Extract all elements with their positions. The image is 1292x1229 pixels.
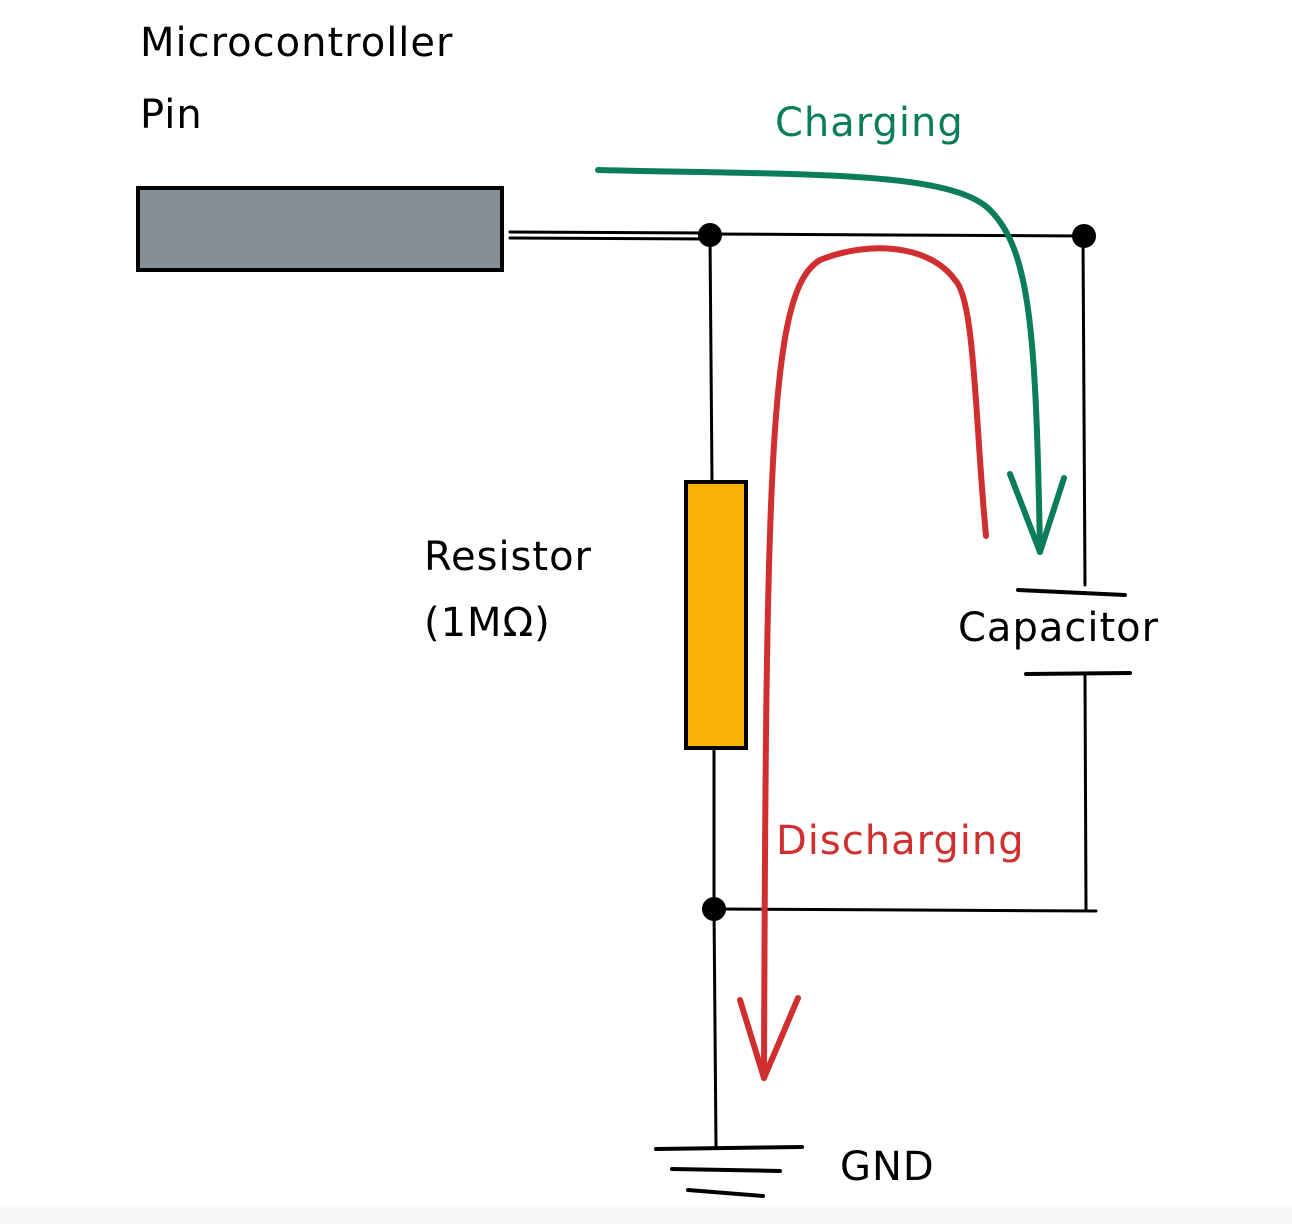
microcontroller-label: Microcontroller [140,20,454,66]
wires [508,230,1098,1148]
wire-top-to-resistor [708,234,714,484]
discharging-arrow [737,245,989,1081]
wire-top-node-to-cap-node [708,232,1087,238]
discharging-label: Discharging [776,818,1025,864]
charging-arrow [595,167,1067,555]
capacitor-plates [1016,588,1132,676]
charging-label: Charging [775,100,964,146]
wire-bottom [712,907,1098,913]
resistor [684,480,748,750]
resistor-label: Resistor [424,534,592,580]
microcontroller-pin [136,186,504,272]
wire-cap-node-down [1081,235,1087,587]
bottom-strip [0,1206,1292,1224]
capacitor-label: Capacitor [958,605,1160,651]
wire-pin-to-node [508,230,712,241]
wire-to-gnd [712,906,718,1148]
ground-symbol [654,1145,804,1198]
pin-label: Pin [140,92,203,138]
wire-cap-bottom-down [1083,674,1088,912]
junction-bottom [702,897,726,921]
gnd-label: GND [840,1144,935,1190]
junction-top-left [698,223,722,247]
resistor-value-label: (1MΩ) [424,600,551,646]
junction-top-right [1072,224,1096,248]
